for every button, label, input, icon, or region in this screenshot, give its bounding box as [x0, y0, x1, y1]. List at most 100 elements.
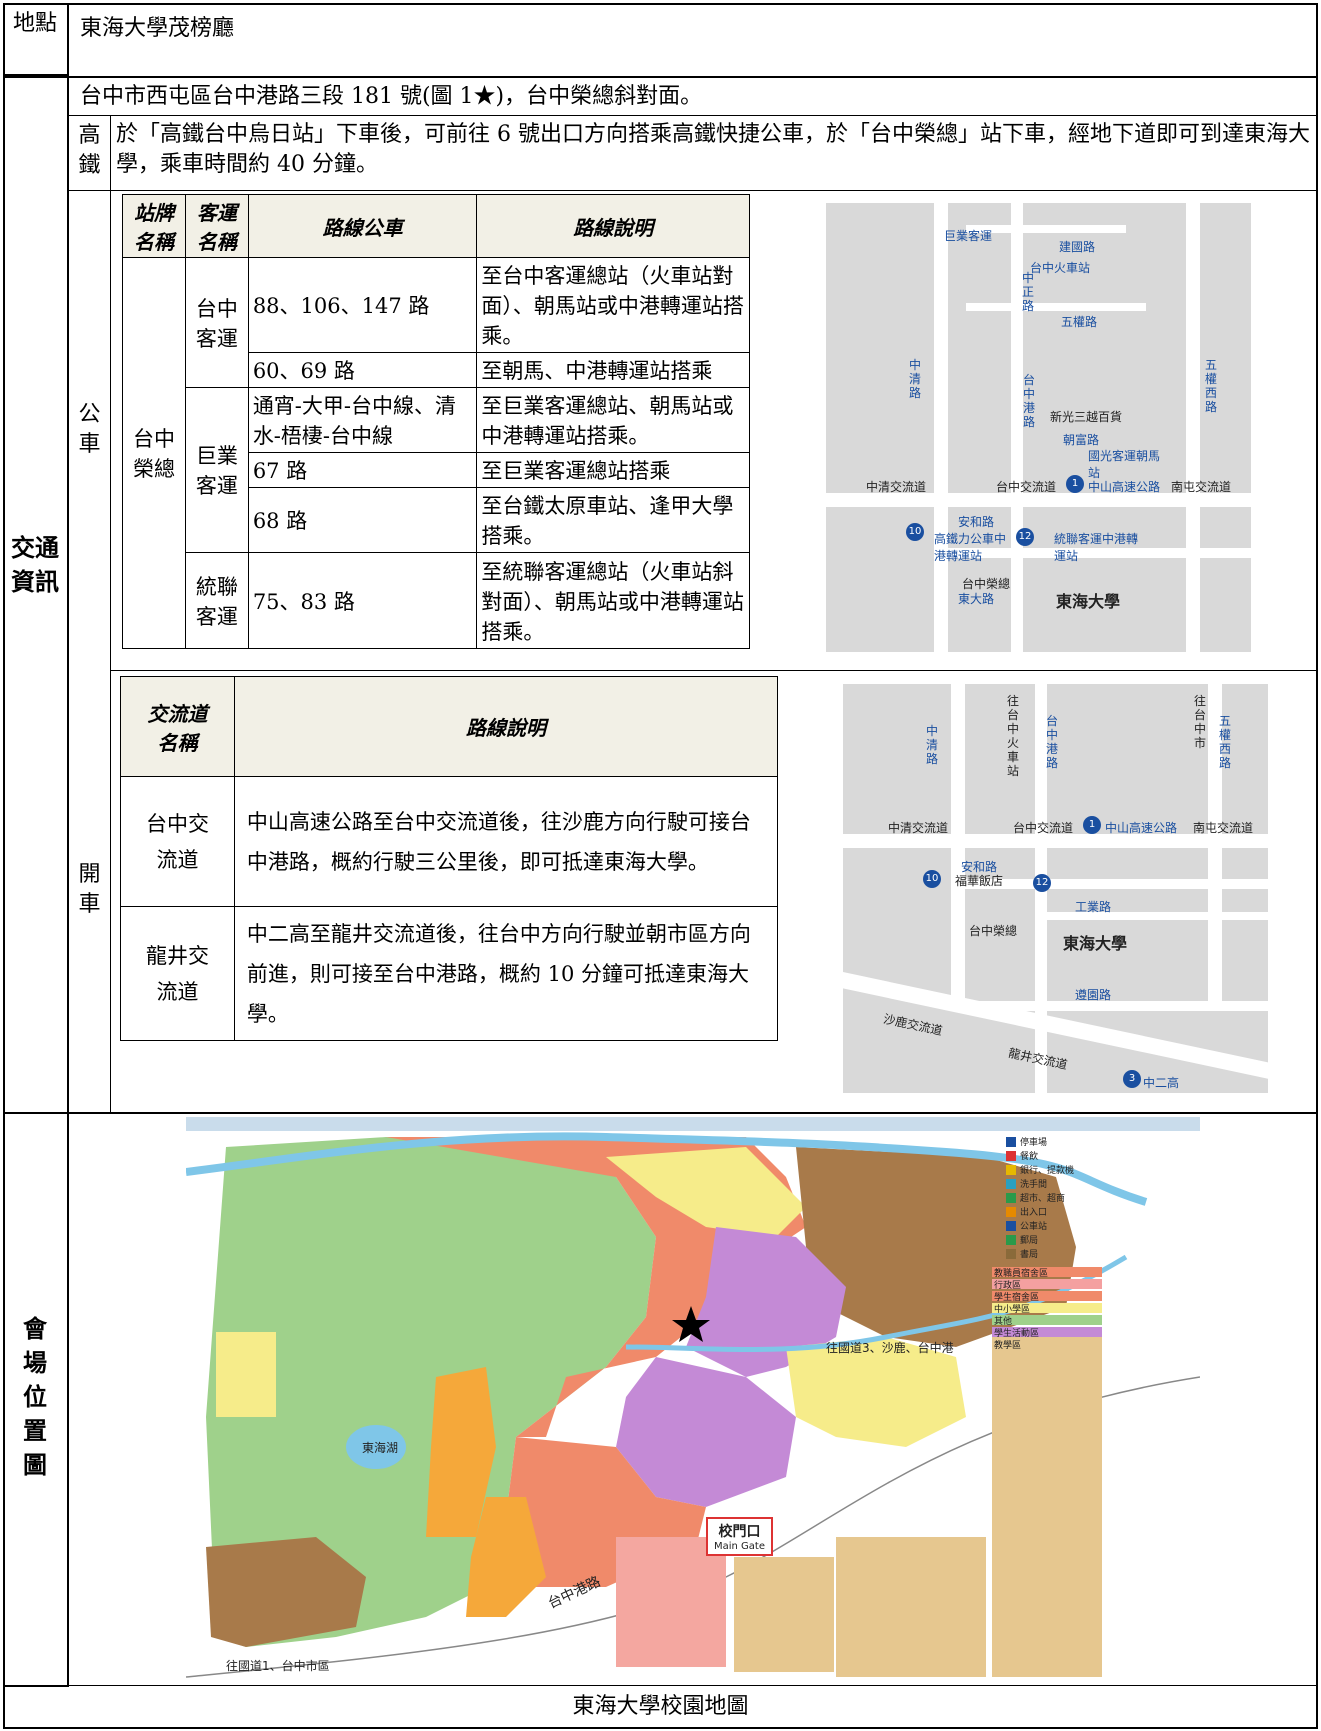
- map-label: 五權西路: [1218, 714, 1231, 770]
- highway-1-icon: 1: [1083, 816, 1101, 834]
- map-label: 台中交流道: [1013, 821, 1074, 835]
- campus-label-lake: 東海湖: [362, 1441, 399, 1455]
- bus-route: 67 路: [247, 452, 478, 488]
- drive-desc: 中二高至龍井交流道後，往台中方向行駛並朝市區方向前進，則可接至台中港路，概約 1…: [233, 906, 779, 1041]
- traffic-label: 交通資訊: [11, 533, 59, 596]
- legend-item: 學生宿舍區: [994, 1293, 1040, 1303]
- bus-desc: 至巨業客運總站、朝馬站或中港轉運站搭乘。: [476, 387, 750, 453]
- map-label: 往台中火車站: [1006, 694, 1019, 778]
- bus-label: 公車: [78, 402, 101, 457]
- legend-item: 教學區: [994, 1341, 1022, 1351]
- map-label: 台中火車站: [1030, 261, 1091, 275]
- map-label: 中清路: [925, 724, 938, 766]
- row-divider: [69, 115, 1318, 116]
- highway-1-icon: 1: [1066, 475, 1084, 493]
- legend-item: 出入口: [1020, 1208, 1048, 1218]
- legend-item: 其他: [994, 1317, 1013, 1327]
- drive-name: 龍井交流道: [120, 906, 235, 1041]
- venue-label: 會場位置圖: [23, 1314, 47, 1479]
- legend-item: 餐飲: [1020, 1152, 1039, 1162]
- drive-name: 台中交流道: [120, 776, 235, 907]
- location-label-cell: 地點: [3, 3, 69, 76]
- legend-item: 行政區: [994, 1281, 1022, 1291]
- bus-route: 通宵-大甲-台中線、清水-梧棲-台中線: [247, 387, 478, 453]
- hsr-label-cell: 高鐵: [69, 115, 111, 190]
- drive-label: 開車: [78, 862, 101, 917]
- map-label: 台中交流道: [996, 480, 1057, 494]
- legend-item: 學生活動區: [994, 1329, 1040, 1339]
- map-label: 東大路: [958, 592, 995, 606]
- map-label: 福華飯店: [955, 874, 1004, 888]
- highway-12-icon: 12: [1033, 874, 1051, 892]
- map-label: 統聯客運中港轉運站: [1054, 532, 1139, 563]
- page-frame: [3, 3, 1318, 1729]
- map-label: 中山高速公路: [1105, 821, 1178, 835]
- location-value: 東海大學茂榜廳: [80, 16, 235, 41]
- map-label: 巨業客運: [944, 229, 993, 243]
- legend-item: 教職員宿舍區: [994, 1269, 1049, 1279]
- bus-route: 75、83 路: [247, 552, 478, 649]
- campus-label-east: 往國道1、台中市區: [226, 1659, 330, 1673]
- bus-desc: 至朝馬、中港轉運站搭乘: [476, 352, 750, 388]
- row-divider: [3, 1112, 1318, 1114]
- traffic-label-cell: 交通資訊: [3, 76, 69, 1112]
- bus-header-stop: 站牌名稱: [122, 194, 186, 258]
- campus-map-graphic: [186, 1117, 1200, 1680]
- highway-10-icon: 10: [923, 870, 941, 888]
- row-divider: [69, 1685, 1318, 1686]
- map-label: 建國路: [1059, 240, 1096, 254]
- row-divider: [3, 76, 1318, 78]
- map-label: 工業路: [1075, 900, 1112, 914]
- location-label: 地點: [12, 11, 57, 36]
- drive-header-desc: 路線說明: [233, 676, 779, 777]
- map-label: 台中榮總: [962, 577, 1011, 591]
- bus-header-desc: 路線說明: [476, 194, 750, 258]
- map-label: 南屯交流道: [1193, 821, 1254, 835]
- campus-label-west: 往國道3、沙鹿、台中港: [826, 1341, 954, 1355]
- venue-label-cell: 會場位置圖: [3, 1112, 69, 1685]
- bus-label-cell: 公車: [69, 190, 111, 670]
- highway-12-icon: 12: [1016, 528, 1034, 546]
- bus-desc: 至台中客運總站（火車站對面）、朝馬站或中港轉運站搭乘。: [476, 257, 750, 353]
- bus-table: 站牌名稱 客運名稱 路線公車 路線說明 台中榮總 台中客運 88、106、147…: [122, 194, 750, 649]
- map-label: 台中榮總: [969, 924, 1018, 938]
- campus-map: 東海湖 台中港路 校門口 Main Gate 往國道3、沙鹿、台中港 往國道1、…: [186, 1117, 1200, 1680]
- map-label: 南屯交流道: [1171, 480, 1232, 494]
- drive-header-name: 交流道名稱: [120, 676, 235, 777]
- row-divider: [111, 670, 1318, 671]
- map-label: 中清交流道: [866, 480, 927, 494]
- map-label: 五權西路: [1204, 358, 1217, 414]
- highway-3-icon: 3: [1123, 1070, 1141, 1088]
- legend-item: 郵局: [1020, 1236, 1039, 1246]
- legend-item: 公車站: [1020, 1222, 1048, 1232]
- bus-desc: 至統聯客運總站（火車站斜對面）、朝馬站或中港轉運站搭乘。: [476, 552, 750, 649]
- bus-company: 巨業客運: [184, 387, 249, 553]
- map-label: 東海大學: [1056, 592, 1121, 611]
- campus-map-caption: 東海大學校園地圖: [572, 1694, 749, 1719]
- map-label: 中清路: [908, 358, 921, 400]
- bus-header-route: 路線公車: [247, 194, 478, 258]
- bus-route-map: 巨業客運 建國路 台中火車站 中正路 五權路 中清路 台中港路 五權西路 新光三…: [826, 203, 1251, 652]
- map-label: 新光三越百貨: [1050, 410, 1123, 424]
- map-label: 往台中市: [1193, 694, 1206, 750]
- legend-item: 銀行、提款機: [1020, 1166, 1075, 1176]
- map-label: 國光客運朝馬站: [1088, 449, 1161, 480]
- bus-desc: 至巨業客運總站搭乘: [476, 452, 750, 488]
- row-divider: [69, 190, 1318, 191]
- campus-label-gate: 校門口 Main Gate: [706, 1517, 774, 1556]
- map-label: 中山高速公路: [1088, 480, 1161, 494]
- legend-item: 中小學區: [994, 1305, 1031, 1315]
- map-label: 安和路: [958, 515, 995, 529]
- bus-company: 台中客運: [184, 257, 249, 388]
- caption-divider: [3, 1685, 69, 1687]
- map-label: 五權路: [1061, 315, 1098, 329]
- bus-route: 88、106、147 路: [247, 257, 478, 353]
- driving-route-map: 往台中火車站 中清路 台中港路 往台中市 五權西路 中清交流道 台中交流道 中山…: [843, 684, 1268, 1093]
- drive-table: 交流道名稱 路線說明 台中交流道 中山高速公路至台中交流道後，往沙鹿方向行駛可接…: [120, 676, 779, 1041]
- map-label: 遵園路: [1075, 988, 1112, 1002]
- map-label: 東海大學: [1063, 934, 1128, 953]
- bus-header-company: 客運名稱: [184, 194, 249, 258]
- map-label: 中正路: [1021, 271, 1034, 313]
- drive-desc: 中山高速公路至台中交流道後，往沙鹿方向行駛可接台中港路，概約行駛三公里後，即可抵…: [233, 776, 779, 907]
- map-label: 中二高: [1143, 1076, 1180, 1090]
